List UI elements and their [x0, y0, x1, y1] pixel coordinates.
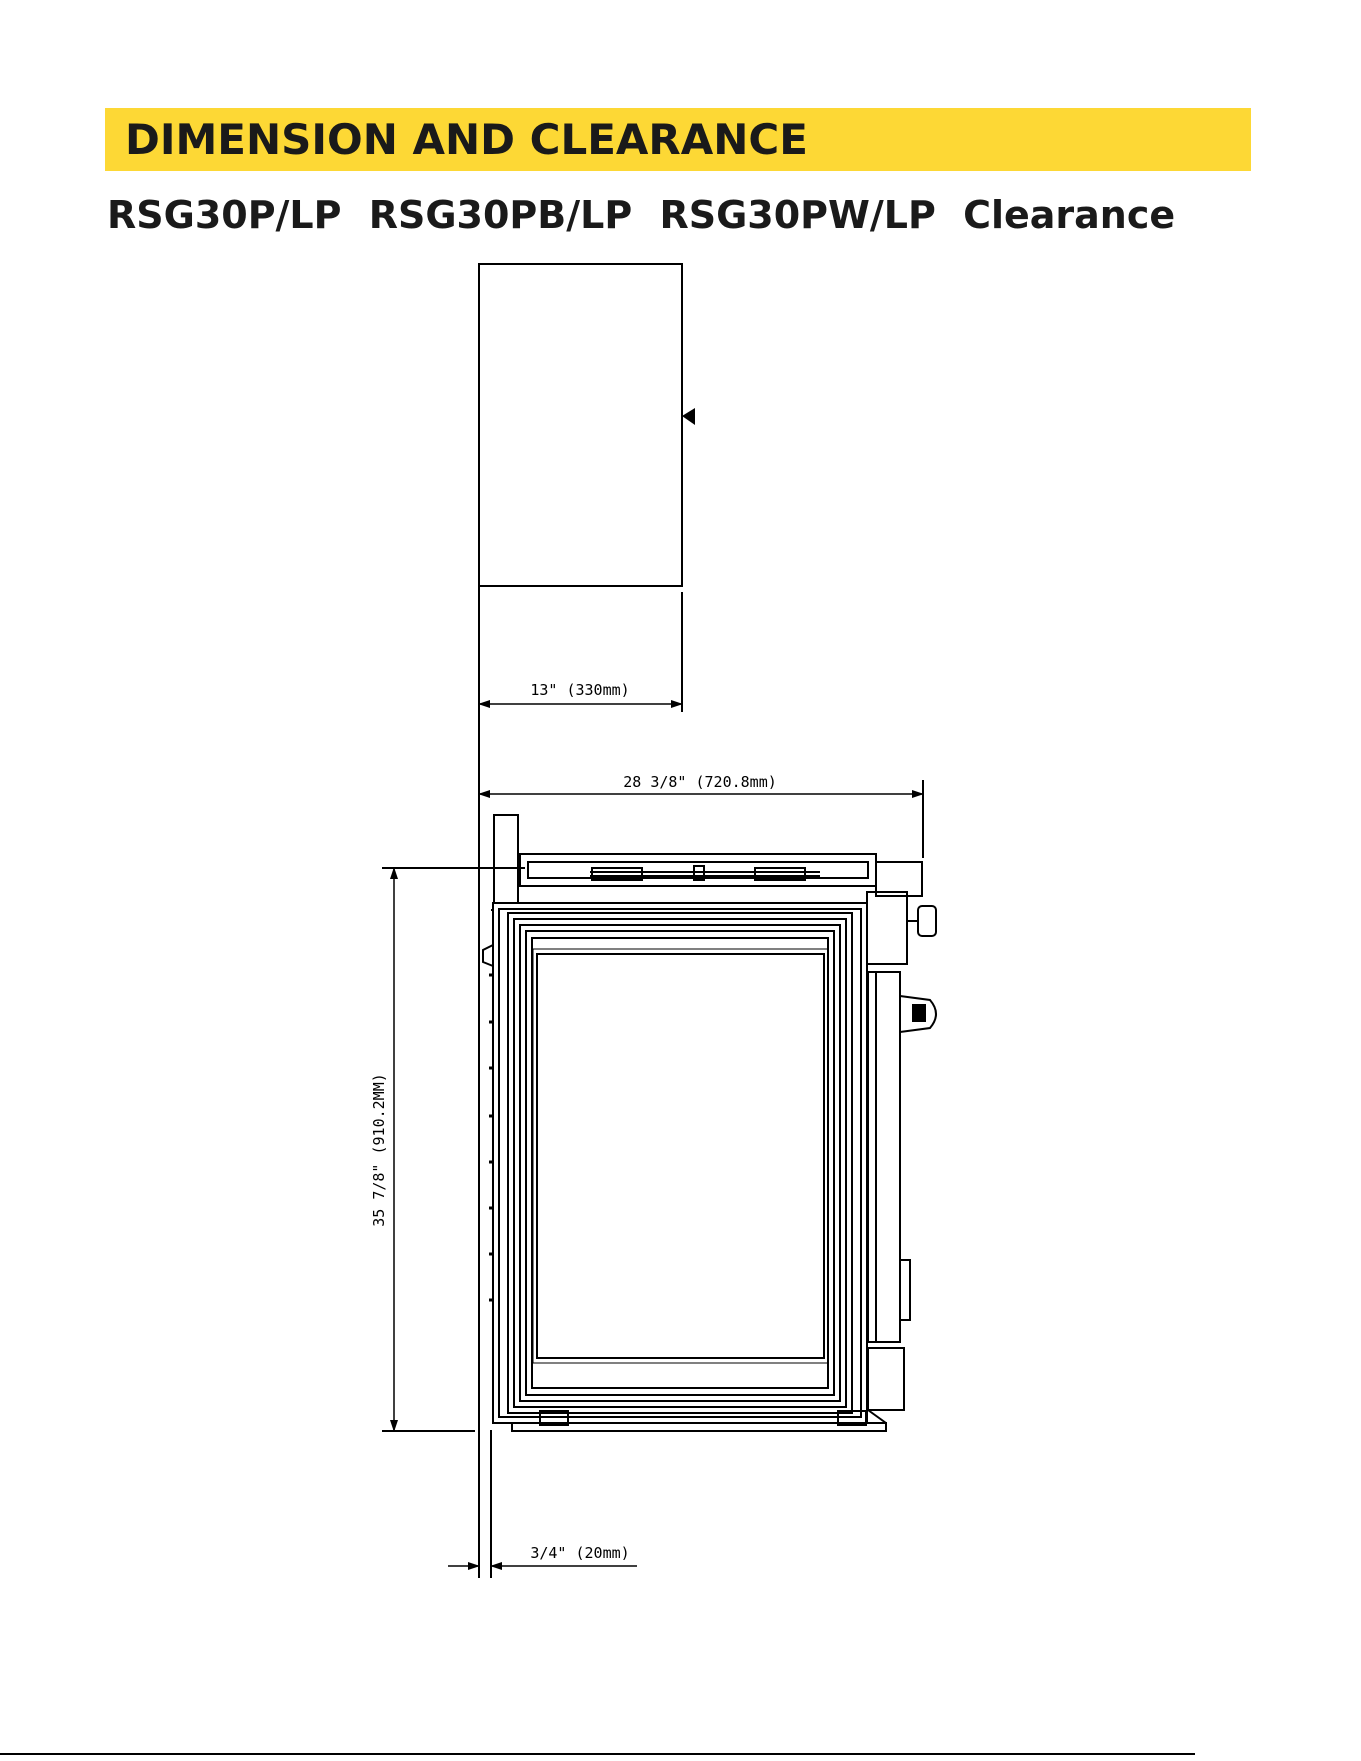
height-label: 35 7/8" (910.2MM): [370, 1073, 388, 1227]
oven-window-frame: [508, 913, 852, 1413]
oven-door-front: [868, 972, 900, 1342]
oven-window-glass: [537, 954, 824, 1358]
footer-rule: [0, 1753, 1195, 1755]
range-cooktop: [520, 854, 876, 886]
cabinet-pointer-icon: [682, 408, 695, 425]
range-backguard: [494, 815, 518, 903]
control-knob: [918, 906, 936, 936]
cabinet-depth-label: 13" (330mm): [530, 681, 629, 699]
overall-depth-label: 28 3/8" (720.8mm): [623, 773, 777, 791]
storage-drawer: [868, 1348, 904, 1410]
upper-cabinet: [479, 264, 682, 586]
rear-gap-label: 3/4" (20mm): [530, 1544, 629, 1562]
control-panel: [876, 862, 922, 896]
range-body: [493, 903, 867, 1423]
